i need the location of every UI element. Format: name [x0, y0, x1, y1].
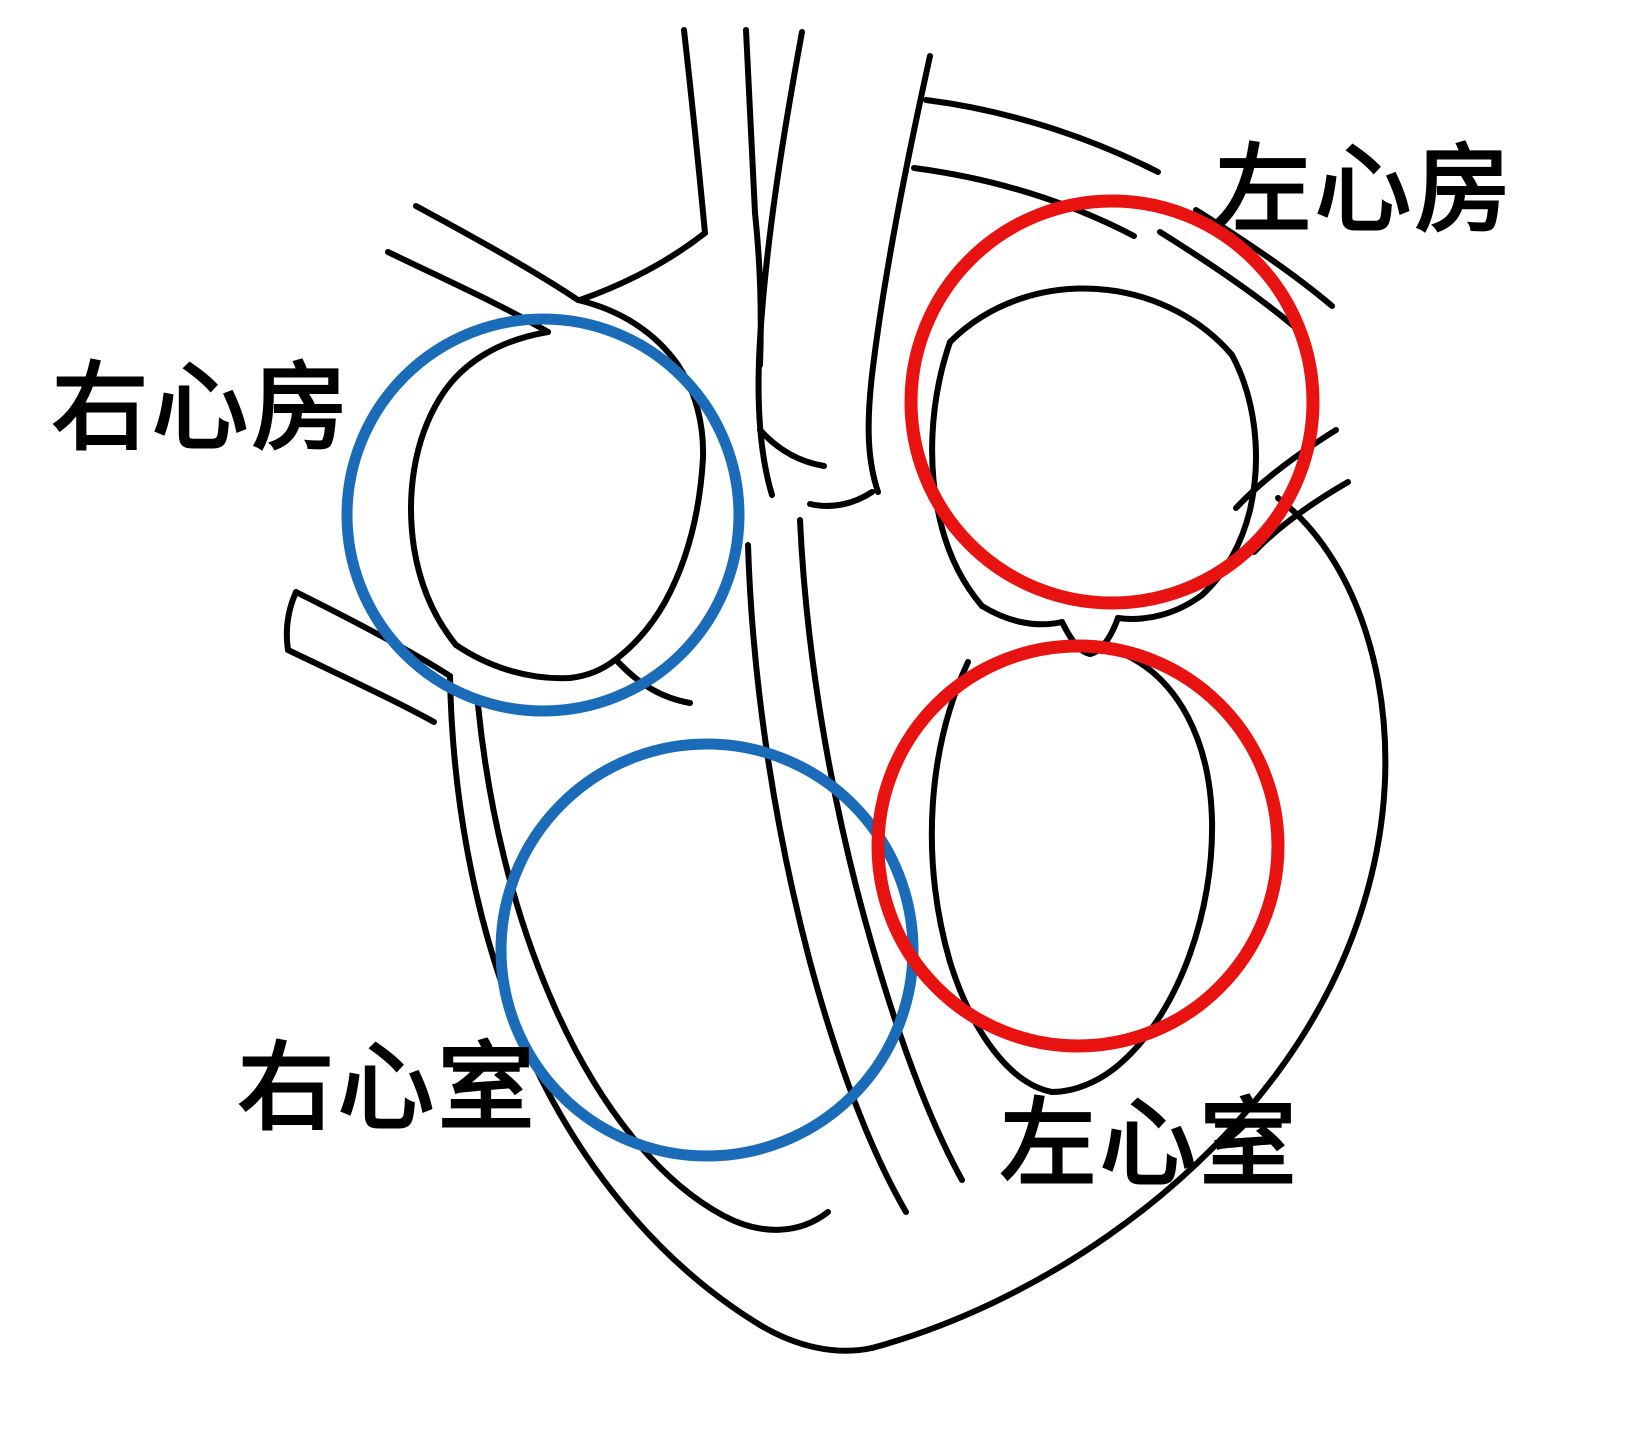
left-ventricle-left-wall — [928, 659, 1055, 1095]
aorta-left-edge — [755, 29, 805, 498]
tricuspid-valve-line — [615, 659, 693, 706]
right-atrium-circle — [341, 313, 745, 717]
left-atrium-left-wall — [929, 339, 985, 609]
pulmonary-vein-right-1 — [1233, 427, 1339, 511]
pulmonary-vein-upper-1 — [1157, 229, 1299, 331]
aortic-root-line-1 — [757, 427, 827, 469]
right-atrium-bottom-wall — [453, 642, 618, 682]
label-right-ventricle: 右心室 — [238, 1032, 538, 1144]
ivc-end-cap — [283, 589, 299, 653]
right-ventricle-inner-wall — [475, 702, 831, 1233]
pulmonary-trunk-flare — [577, 230, 708, 303]
right-ventricle-circle — [495, 738, 919, 1162]
left-ventricle-right-wall — [1049, 652, 1216, 1095]
heart-right-boundary — [869, 495, 1389, 1351]
left-atrium-top-wall — [947, 285, 1235, 358]
aorta-right-edge — [865, 53, 933, 495]
aorta-branch-lower — [911, 165, 1137, 239]
left-atrium-bottom-right — [1115, 592, 1205, 622]
left-ventricle-circle — [871, 639, 1285, 1053]
svc-upper-line — [413, 203, 581, 303]
right-atrium-right-wall — [612, 455, 706, 663]
left-atrium-circle — [904, 194, 1320, 610]
septum-line-right — [797, 517, 965, 1183]
aortic-root-line-2 — [807, 489, 875, 509]
aorta-branch-upper — [923, 97, 1161, 175]
ivc-upper-line — [293, 589, 453, 679]
label-right-atrium: 右心房 — [52, 352, 352, 464]
ivc-lower-line — [285, 647, 437, 725]
left-atrium-bottom-left — [979, 603, 1065, 628]
label-left-atrium: 左心房 — [1215, 134, 1515, 246]
label-left-ventricle: 左心室 — [1000, 1088, 1300, 1200]
highlight-circles — [341, 194, 1320, 1162]
mitral-valve-notch — [1059, 615, 1121, 657]
septum-line-left — [745, 542, 909, 1215]
pulmonary-trunk-left-edge — [681, 27, 708, 236]
right-atrium-left-wall — [408, 329, 551, 648]
right-atrium-top-wall — [575, 297, 707, 461]
pulmonary-trunk-right-edge — [743, 27, 758, 216]
heart-outline-drawing — [283, 27, 1389, 1354]
pulmonary-vein-upper-2 — [1193, 207, 1335, 309]
heart-left-boundary — [447, 673, 875, 1354]
